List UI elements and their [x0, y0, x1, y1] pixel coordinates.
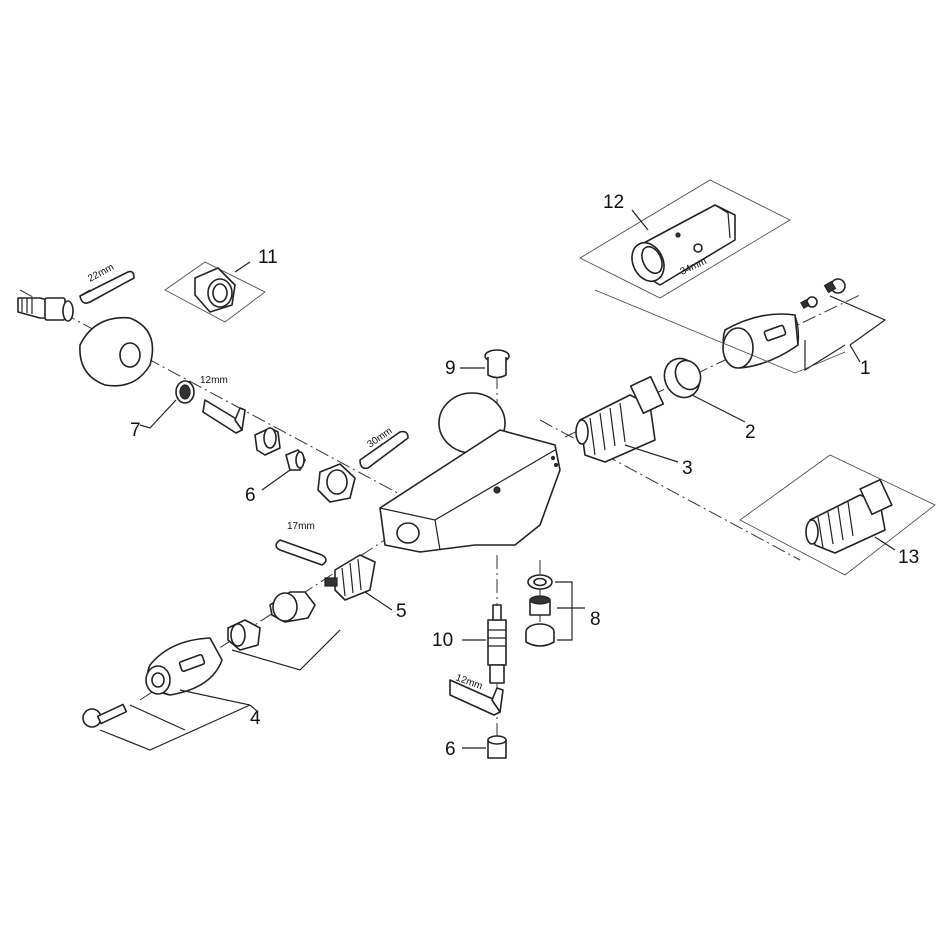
part-number-7: 7: [130, 420, 141, 441]
s-union-connector: [17, 297, 74, 322]
part-number-6-top: 6: [245, 485, 256, 506]
hex-key-12-lower: [449, 679, 504, 716]
part-number-1: 1: [860, 358, 871, 379]
tool-size-12mm-upper: 12mm: [200, 375, 228, 386]
part-number-2: 2: [745, 422, 756, 443]
part-number-10: 10: [432, 630, 453, 651]
part-number-13: 13: [898, 547, 919, 568]
wrench-icon-30mm: [359, 430, 409, 470]
diverter-cartridge: [269, 591, 316, 623]
part-number-8: 8: [590, 609, 601, 630]
part-number-9: 9: [445, 358, 456, 379]
wrench-icon-22mm: [79, 270, 135, 304]
part-number-6-bottom: 6: [445, 739, 456, 760]
diverter-screw: [82, 703, 128, 728]
sleeve-box: [579, 179, 791, 299]
part-number-4: 4: [250, 708, 261, 729]
check-valve-seat: [254, 427, 281, 456]
part-number-12: 12: [603, 192, 624, 213]
wall-rosette: [79, 316, 154, 387]
shut-off-valve: [324, 554, 376, 601]
union-nut: [317, 463, 356, 503]
wrench-icon-17mm: [275, 539, 327, 566]
handle-cap-screw: [800, 278, 846, 309]
nut-box: [164, 261, 266, 323]
tool-size-17mm: 17mm: [287, 521, 315, 532]
aerator-set: [525, 574, 555, 647]
thermostat-handle: [722, 313, 800, 369]
spout-hole: [493, 486, 501, 494]
ring-part-2: [663, 357, 702, 399]
mixer-body: [379, 392, 561, 553]
part-number-3: 3: [682, 458, 693, 479]
filter-washer: [175, 380, 195, 404]
part-number-5: 5: [396, 601, 407, 622]
spout-cartridge: [487, 604, 507, 684]
diverter-spindle: [227, 619, 261, 651]
cartridge-box: [739, 454, 936, 576]
mixer-housing: [379, 429, 561, 553]
mixer-outlet-port: [396, 522, 420, 544]
diverter-handle: [145, 637, 223, 696]
hex-key-12-upper: [202, 399, 246, 434]
bottom-insert: [487, 735, 507, 759]
thermostat-cartridge: [575, 375, 665, 463]
part-number-11: 11: [258, 247, 278, 268]
cap-plug: [484, 349, 510, 379]
check-valve-insert: [285, 449, 306, 471]
